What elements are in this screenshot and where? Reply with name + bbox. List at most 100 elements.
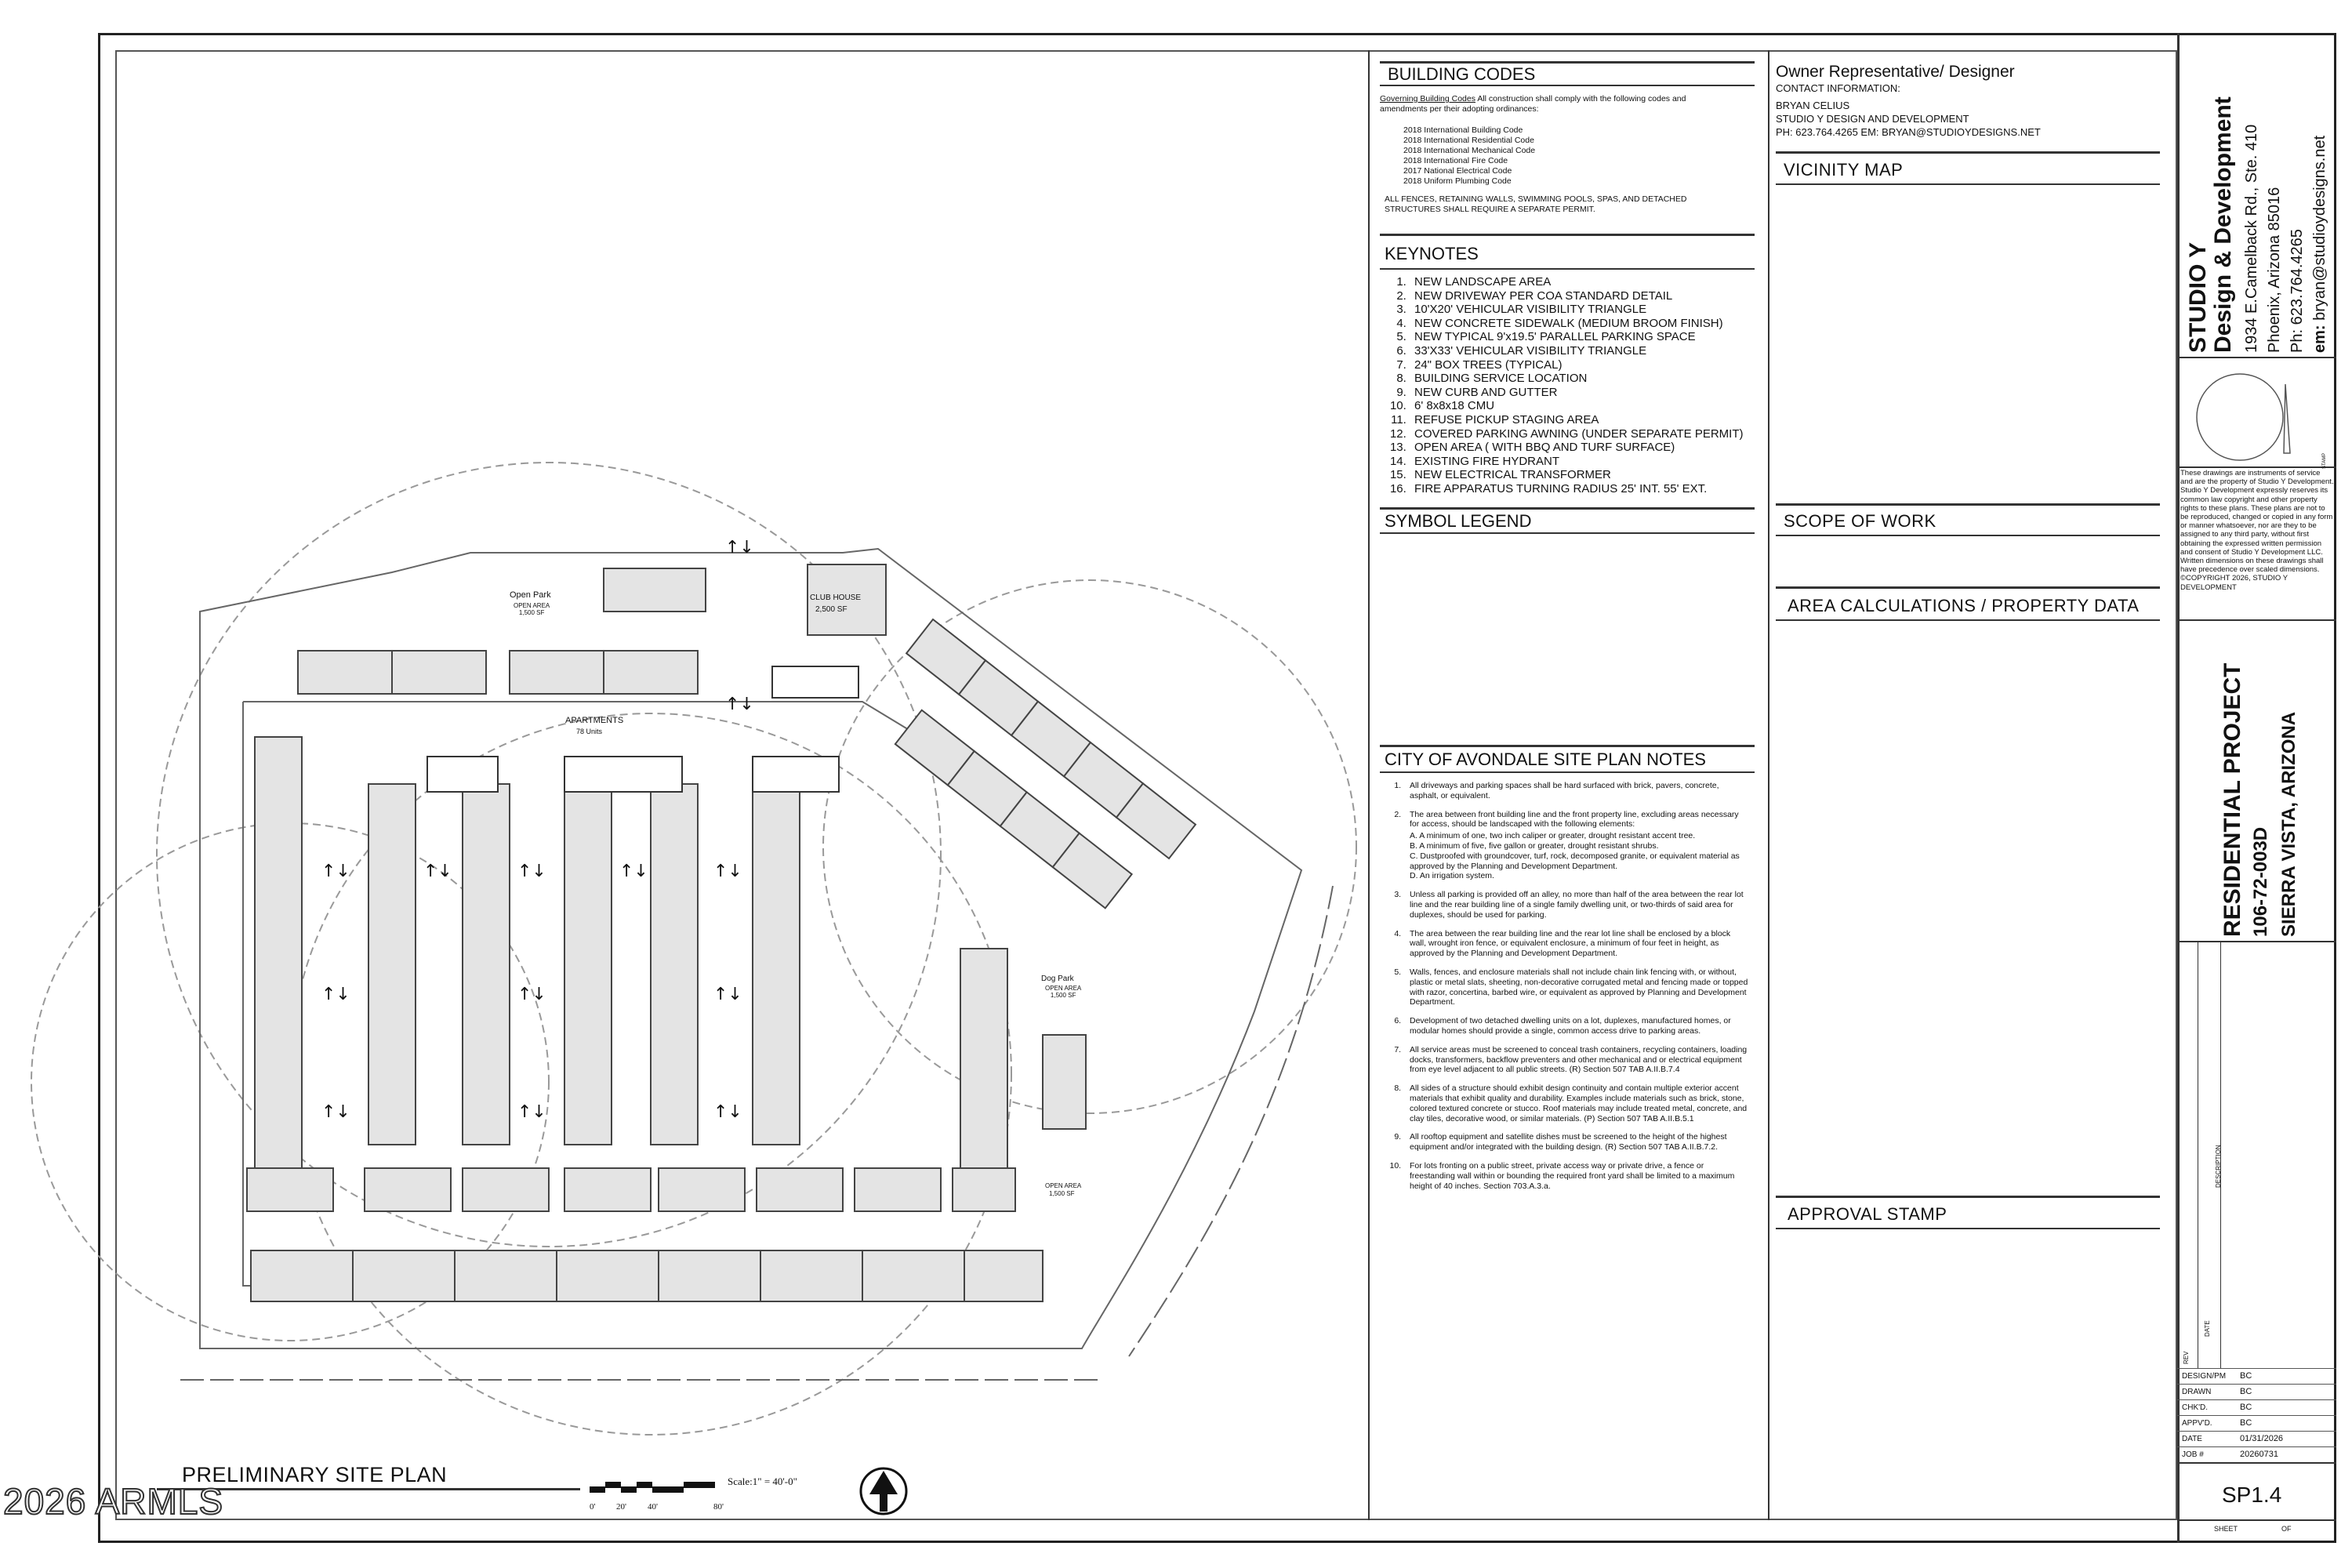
owner-name: BRYAN CELIUS bbox=[1776, 100, 1850, 111]
site-note-subitem: D. An irrigation system. bbox=[1410, 871, 1494, 881]
row-label: DATE bbox=[2182, 1435, 2202, 1443]
turning-radius-circle bbox=[156, 462, 942, 1247]
project-title: RESIDENTIAL PROJECT bbox=[2220, 662, 2245, 938]
travel-arrow-icon: ↑↓ bbox=[321, 985, 350, 1004]
title-block-rule bbox=[2177, 357, 2336, 358]
title-block-rule bbox=[2177, 466, 2336, 468]
approved-row: APPV'D.BC bbox=[2177, 1415, 2336, 1432]
keynote-item: 24" BOX TREES (TYPICAL) bbox=[1410, 358, 1755, 372]
owner-contact-label: CONTACT INFORMATION: bbox=[1776, 82, 1900, 94]
firm-email: em: bryan@studioydesigns.net bbox=[2309, 125, 2332, 353]
title-block-rule bbox=[2177, 1519, 2336, 1521]
covered-parking bbox=[771, 666, 859, 699]
column-divider bbox=[1368, 50, 1370, 1520]
section-rule bbox=[1776, 151, 2160, 154]
code-item: 2017 National Electrical Code bbox=[1403, 166, 1512, 176]
section-rule bbox=[1776, 619, 2160, 621]
apartment-building bbox=[391, 650, 487, 695]
keynote-item: OPEN AREA ( WITH BBQ AND TURF SURFACE) bbox=[1410, 441, 1755, 455]
scale-mark-40: 40' bbox=[648, 1502, 658, 1512]
plan-border bbox=[115, 50, 2177, 1520]
site-note-item: The area between front building line and… bbox=[1403, 810, 1748, 882]
apartment-building bbox=[964, 1250, 1044, 1302]
scale-mark-0: 0' bbox=[590, 1502, 596, 1512]
apartment-building bbox=[564, 1167, 652, 1212]
travel-arrow-icon: ↑↓ bbox=[321, 1102, 350, 1122]
row-label: CHK'D. bbox=[2182, 1403, 2209, 1412]
site-note-sublist: A. A minimum of one, two inch caliper or… bbox=[1410, 831, 1748, 881]
row-label: JOB # bbox=[2182, 1450, 2204, 1459]
keynote-item: BUILDING SERVICE LOCATION bbox=[1410, 372, 1755, 386]
title-block-rule bbox=[2177, 619, 2336, 621]
apartment-building bbox=[603, 568, 706, 612]
keynote-item: NEW LANDSCAPE AREA bbox=[1410, 275, 1755, 289]
club-house-area: 2,500 SF bbox=[815, 605, 848, 614]
row-label: DRAWN bbox=[2182, 1388, 2212, 1396]
firm-email-value: bryan@studioydesigns.net bbox=[2311, 135, 2328, 325]
apartment-building bbox=[462, 783, 510, 1145]
keynote-item: COVERED PARKING AWNING (UNDER SEPARATE P… bbox=[1410, 427, 1755, 441]
checked-row: CHK'D. BC bbox=[2177, 1399, 2336, 1416]
travel-arrow-icon: ↑↓ bbox=[517, 985, 546, 1004]
section-rule bbox=[1776, 1196, 2160, 1198]
apartment-building bbox=[650, 783, 699, 1145]
apartment-building bbox=[1042, 1034, 1087, 1130]
code-item: 2018 Uniform Plumbing Code bbox=[1403, 176, 1512, 186]
sheet-number: SP1.4 bbox=[2222, 1483, 2282, 1507]
firm-name-line-1: STUDIO Y bbox=[2185, 241, 2211, 353]
building-codes-list: 2018 International Building Code 2018 In… bbox=[1403, 125, 1755, 187]
apartment-building bbox=[564, 783, 612, 1145]
keynote-item: REFUSE PICKUP STAGING AREA bbox=[1410, 413, 1755, 427]
row-value: 20260731 bbox=[2240, 1450, 2278, 1459]
keynote-item: NEW TYPICAL 9'x19.5' PARALLEL PARKING SP… bbox=[1410, 330, 1755, 344]
row-value: BC bbox=[2240, 1403, 2252, 1412]
building-codes-note: ALL FENCES, RETAINING WALLS, SWIMMING PO… bbox=[1385, 194, 1687, 214]
turning-radius-circle bbox=[822, 579, 1357, 1114]
symbol-legend-title: SYMBOL LEGEND bbox=[1385, 511, 1532, 531]
project-apn: 106-72-003D bbox=[2250, 826, 2271, 937]
travel-arrow-icon: ↑↓ bbox=[321, 862, 350, 881]
approval-stamp-title: APPROVAL STAMP bbox=[1788, 1204, 1947, 1224]
building-codes-title: BUILDING CODES bbox=[1388, 64, 1536, 84]
site-note-item: All driveways and parking spaces shall b… bbox=[1403, 781, 1748, 801]
open-area-label: OPEN AREA bbox=[1045, 1182, 1082, 1189]
site-note-item: Development of two detached dwelling uni… bbox=[1403, 1016, 1748, 1036]
apartment-building bbox=[1115, 782, 1197, 860]
apartment-building bbox=[752, 783, 800, 1145]
site-note-item: All rooftop equipment and satellite dish… bbox=[1403, 1132, 1748, 1152]
apartment-building bbox=[454, 1250, 557, 1302]
site-note-item: All service areas must be screened to co… bbox=[1403, 1045, 1748, 1075]
apartment-building bbox=[254, 736, 303, 1177]
project-location: SIERRA VISTA, ARIZONA bbox=[2278, 711, 2299, 937]
column-divider bbox=[2177, 33, 2180, 1543]
description-column-label: DESCRIPTION bbox=[2215, 1145, 2222, 1188]
club-house bbox=[807, 564, 887, 636]
firm-address-1: 1934 E.Camelback Rd., Ste. 410 bbox=[2243, 124, 2260, 353]
site-note-item: All sides of a structure should exhibit … bbox=[1403, 1083, 1748, 1123]
section-rule bbox=[1776, 1228, 2160, 1229]
apartment-building bbox=[952, 1167, 1016, 1212]
property-line bbox=[199, 547, 1303, 1349]
section-rule bbox=[1776, 503, 2160, 506]
site-notes-section: CITY OF AVONDALE SITE PLAN NOTES All dri… bbox=[1380, 745, 1755, 1200]
row-value: 01/31/2026 bbox=[2240, 1434, 2284, 1443]
graphic-scale-bar bbox=[590, 1482, 715, 1493]
apartments-label: APARTMENTS bbox=[565, 716, 624, 725]
copyright-notice: These drawings are instruments of servic… bbox=[2180, 469, 2334, 592]
site-plan-drawing: ↑↓ ↑↓ ↑↓ ↑↓ ↑↓ ↑↓ ↑↓ ↑↓ ↑↓ ↑↓ ↑↓ ↑↓ ↑↓ bbox=[31, 462, 1357, 1436]
keynote-item: NEW DRIVEWAY PER COA STANDARD DETAIL bbox=[1410, 289, 1755, 303]
firm-phone: Ph: 623.764.4265 bbox=[2288, 229, 2306, 353]
apartment-building bbox=[854, 1167, 942, 1212]
travel-arrow-icon: ↑↓ bbox=[423, 862, 452, 881]
covered-parking bbox=[426, 756, 499, 793]
open-area-size: 1,500 SF bbox=[1049, 1190, 1075, 1197]
row-label: APPV'D. bbox=[2182, 1419, 2212, 1428]
apartment-building bbox=[352, 1250, 456, 1302]
keynotes-title: KEYNOTES bbox=[1385, 244, 1479, 263]
plan-title: PRELIMINARY SITE PLAN bbox=[182, 1463, 448, 1486]
professional-stamp-icon bbox=[2196, 373, 2291, 461]
covered-parking bbox=[564, 756, 683, 793]
row-value: BC bbox=[2240, 1371, 2252, 1381]
